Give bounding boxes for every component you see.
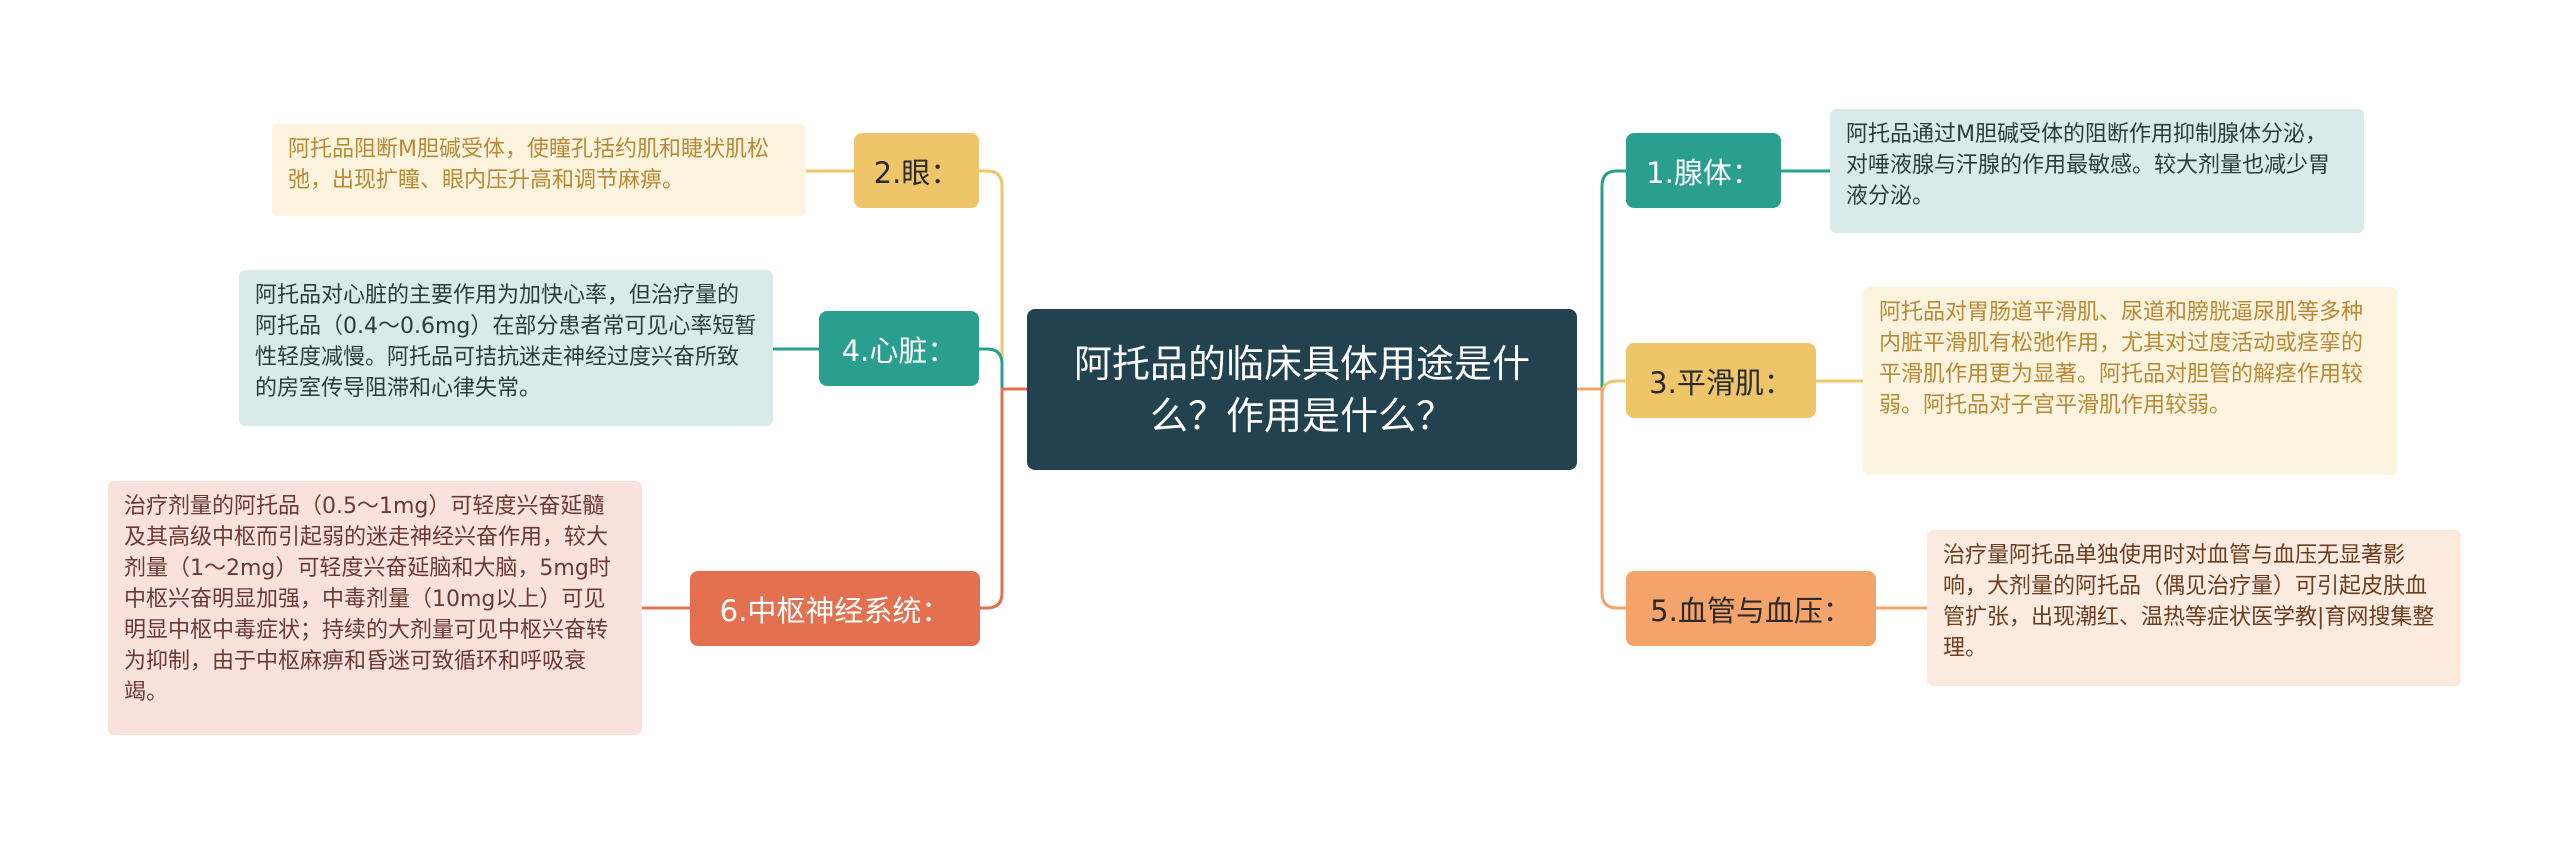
leaf-eye-note[interactable]: 阿托品阻断M胆碱受体，使瞳孔括约肌和睫状肌松弛，出现扩瞳、眼内压升高和调节麻痹。 — [272, 124, 806, 216]
branch-vessel-pressure[interactable]: 5.血管与血压： — [1626, 571, 1876, 646]
branch-smooth-muscle[interactable]: 3.平滑肌： — [1626, 343, 1816, 418]
leaf-gland-note[interactable]: 阿托品通过M胆碱受体的阻断作用抑制腺体分泌，对唾液腺与汗腺的作用最敏感。较大剂量… — [1830, 109, 2364, 233]
leaf-cns-note[interactable]: 治疗剂量的阿托品（0.5～1mg）可轻度兴奋延髓及其高级中枢而引起弱的迷走神经兴… — [108, 481, 642, 735]
leaf-vessel-pressure-text: 治疗量阿托品单独使用时对血管与血压无显著影响，大剂量的阿托品（偶见治疗量）可引起… — [1943, 543, 2435, 661]
leaf-heart-text: 阿托品对心脏的主要作用为加快心率，但治疗量的阿托品（0.4～0.6mg）在部分患… — [255, 283, 757, 401]
branch-eye-label: 2.眼： — [873, 155, 960, 190]
branch-gland-label: 1.腺体： — [1646, 155, 1761, 190]
branch-heart[interactable]: 4.心脏： — [819, 311, 979, 386]
leaf-gland-text: 阿托品通过M胆碱受体的阻断作用抑制腺体分泌，对唾液腺与汗腺的作用最敏感。较大剂量… — [1846, 122, 2331, 209]
branch-gland[interactable]: 1.腺体： — [1626, 133, 1781, 208]
leaf-cns-text: 治疗剂量的阿托品（0.5～1mg）可轻度兴奋延髓及其高级中枢而引起弱的迷走神经兴… — [124, 494, 611, 705]
branch-smooth-muscle-label: 3.平滑肌： — [1649, 365, 1793, 400]
connector-heart — [979, 347, 1027, 391]
connector-gland — [1577, 169, 1626, 391]
central-topic-label: 阿托品的临床具体用途是什么？作用是什么？ — [1073, 341, 1530, 438]
branch-vessel-pressure-label: 5.血管与血压： — [1650, 593, 1852, 628]
central-topic[interactable]: 阿托品的临床具体用途是什么？作用是什么？ — [1027, 309, 1577, 470]
connector-cns — [980, 387, 1027, 610]
leaf-smooth-muscle-text: 阿托品对胃肠道平滑肌、尿道和膀胱逼尿肌等多种内脏平滑肌有松弛作用，尤其对过度活动… — [1879, 300, 2364, 418]
branch-eye[interactable]: 2.眼： — [854, 133, 979, 208]
leaf-eye-text: 阿托品阻断M胆碱受体，使瞳孔括约肌和睫状肌松弛，出现扩瞳、眼内压升高和调节麻痹。 — [288, 137, 769, 193]
branch-cns-label: 6.中枢神经系统： — [719, 593, 951, 628]
leaf-vessel-pressure-note[interactable]: 治疗量阿托品单独使用时对血管与血压无显著影响，大剂量的阿托品（偶见治疗量）可引起… — [1927, 530, 2461, 686]
branch-cns[interactable]: 6.中枢神经系统： — [690, 571, 980, 646]
leaf-smooth-muscle-note[interactable]: 阿托品对胃肠道平滑肌、尿道和膀胱逼尿肌等多种内脏平滑肌有松弛作用，尤其对过度活动… — [1863, 287, 2397, 475]
branch-heart-label: 4.心脏： — [841, 333, 957, 368]
connector-vessel — [1577, 387, 1626, 610]
connector-eye — [979, 169, 1027, 391]
leaf-heart-note[interactable]: 阿托品对心脏的主要作用为加快心率，但治疗量的阿托品（0.4～0.6mg）在部分患… — [239, 270, 773, 426]
